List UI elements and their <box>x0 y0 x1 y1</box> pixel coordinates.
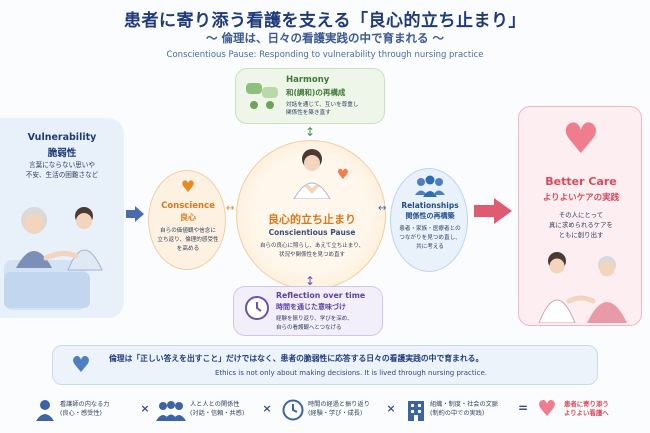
reflection-title-en: Reflection over time <box>276 291 366 300</box>
conscience-title-en: Conscience <box>161 201 215 211</box>
arrow-vulnerability-to-conscience <box>126 206 144 222</box>
vulnerability-text-2: 不安、生活の困難さなど <box>25 171 99 179</box>
person-icon <box>36 400 54 421</box>
harmony-title-ja: 和(調和)の再構成 <box>286 88 346 97</box>
formula-op-2: × <box>262 402 272 415</box>
formula-item-3-sub: (経験・学び・成長) <box>308 410 363 417</box>
arrow-conscience-center: ↔ <box>226 203 235 214</box>
formula-item-2-label: 人と人との関係性 <box>190 401 240 408</box>
vulnerability-panel: Vulnerability 脆弱性 言葉にならない思いや 不安、生活の困難さなど <box>0 118 124 318</box>
reflection-text-2: 自らの看護観へとつなげる <box>276 325 342 331</box>
page-title: 患者に寄り添う看護を支える「良心的立ち止まり」 <box>124 11 526 31</box>
clock-icon-small <box>282 399 304 421</box>
formula-eq: = <box>517 401 529 415</box>
harmony-title-en: Harmony <box>286 75 330 85</box>
page-subtitle: 〜 倫理は、日々の看護実践の中で育まれる 〜 <box>205 31 444 45</box>
reflection-title-ja: 時間を通じた意味づけ <box>276 303 346 311</box>
better-care-text-3: ともに創り出す <box>558 231 604 239</box>
speech-bubble-icon <box>244 81 280 111</box>
conscience-card: ♥ Conscience 良心 自らの価値観や信念に 立ち返り、倫理的感受性 を… <box>148 170 226 270</box>
arrow-reflection-center: ↕ <box>305 274 316 288</box>
patient-nurse-illustration <box>4 207 103 310</box>
ethics-text-en: Ethics is not only about making decision… <box>215 369 487 377</box>
relationships-text-2: つながりを見つめ直し、 <box>399 235 461 241</box>
ethics-text-ja: 倫理は「正しい答えを出すこと」だけではなく、患者の脆弱性に応答する日々の看護実践… <box>109 354 484 363</box>
reflection-text-1: 経験を振り返り、学びを深め、 <box>276 316 353 322</box>
formula-item-3-label: 時間の経過と振り返り <box>308 401 370 408</box>
formula-item-4-label: 組織・制度・社会の文脈 <box>430 401 499 408</box>
formula-item-4-sub: (制約の中での実践) <box>430 410 485 417</box>
heart-icon: ♥ <box>336 167 350 183</box>
page-subtitle-en: Conscientious Pause: Responding to vulne… <box>166 50 484 60</box>
better-care-text-1: その人にとって <box>558 211 604 219</box>
center-text-2: 状況や関係性を見つめ直す <box>278 252 345 258</box>
conscience-text-2: 立ち返り、倫理的感受性 <box>157 237 219 243</box>
relationships-title-en: Relationships <box>401 201 459 210</box>
conscience-text-1: 自らの価値観や信念に <box>160 228 216 234</box>
better-care-title-ja: よりよいケアの実践 <box>542 193 620 203</box>
formula-op-1: × <box>140 402 150 415</box>
arrow-center-relationships: ↔ <box>378 203 387 214</box>
formula-item-1-label: 看護師の内なる力 <box>60 401 110 408</box>
vulnerability-title-ja: 脆弱性 <box>47 148 77 159</box>
formula-item-1-sub: (良心・感受性) <box>60 410 102 417</box>
team-icon <box>415 175 445 197</box>
center-card: ♥ 良心的立ち止まり Conscientious Pause 自らの良心に照らし… <box>236 140 386 290</box>
formula-row: 看護師の内なる力 (良心・感受性) × 人と人との関係性 (対話・信頼・共感) … <box>0 396 650 426</box>
formula-result-2: よりよい看護へ <box>564 409 609 417</box>
heart-icon-result: ♥ <box>537 397 557 422</box>
heart-icon-large: ♥ <box>562 114 600 163</box>
ethics-banner: ♥ 倫理は「正しい答えを出すこと」だけではなく、患者の脆弱性に応答する日々の看護… <box>52 345 598 385</box>
harmony-card: Harmony 和(調和)の再構成 対話を通じて、互いを尊重し 関係性を築き直す <box>235 68 385 124</box>
relationships-card: Relationships 関係性の再構築 患者・家族・医療者との つながりを見… <box>390 168 468 272</box>
harmony-text-2: 関係性を築き直す <box>286 110 331 116</box>
heart-hand-icon: ♥ <box>180 177 196 196</box>
people-icon <box>156 401 186 421</box>
reflection-card: Reflection over time 時間を通じた意味づけ 経験を振り返り、… <box>233 286 383 336</box>
center-text-1: 自らの良心に照らし、あえて立ち止まり、 <box>259 243 364 249</box>
conscience-text-3: を高める <box>176 246 200 252</box>
nurse-illustration <box>293 149 331 199</box>
better-care-title-en: Better Care <box>545 175 617 188</box>
relationships-text-3: 共に考える <box>416 244 444 250</box>
formula-item-2-sub: (対話・信頼・共感) <box>190 410 245 417</box>
relationships-text-1: 患者・家族・医療者との <box>399 226 461 232</box>
conscience-title-ja: 良心 <box>180 213 196 222</box>
clock-icon <box>245 296 269 320</box>
harmony-text-1: 対話を通じて、互いを尊重し <box>286 102 359 108</box>
formula-result-1: 患者に寄り添う <box>564 400 609 408</box>
formula-op-3: × <box>386 402 396 415</box>
better-care-text-2: 真に求められるケアを <box>549 221 613 229</box>
heart-hands-icon: ♥ <box>71 353 91 378</box>
caring-illustration <box>538 252 627 323</box>
vulnerability-text-1: 言葉にならない思いや <box>29 161 95 169</box>
building-icon <box>408 401 424 421</box>
center-title-ja: 良心的立ち止まり <box>268 213 356 226</box>
center-title-en: Conscientious Pause <box>268 228 356 237</box>
better-care-panel: ♥ Better Care よりよいケアの実践 その人にとって 真に求められるケ… <box>518 106 642 326</box>
vulnerability-title-en: Vulnerability <box>27 132 97 143</box>
arrow-harmony-center: ↕ <box>305 125 316 139</box>
arrow-to-better-care <box>474 198 512 224</box>
relationships-title-ja: 関係性の再構築 <box>405 212 455 220</box>
